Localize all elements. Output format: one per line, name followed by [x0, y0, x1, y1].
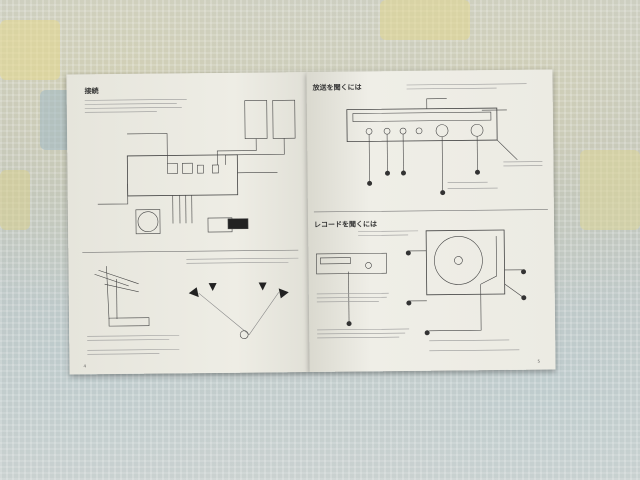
tarp-print-yellow-right	[580, 150, 640, 230]
right-page: 放送を聞くには レコードを聞くには 5	[306, 69, 556, 373]
tarp-print-yellow-left-low	[0, 170, 30, 230]
tarp-print-yellow-left	[0, 20, 60, 80]
instruction-manual: 接続 4	[66, 69, 556, 375]
left-page: 接続 4	[66, 72, 310, 375]
tarp-print-yellow-top	[380, 0, 470, 40]
operation-diagrams	[313, 83, 548, 352]
connection-diagram	[82, 98, 299, 355]
